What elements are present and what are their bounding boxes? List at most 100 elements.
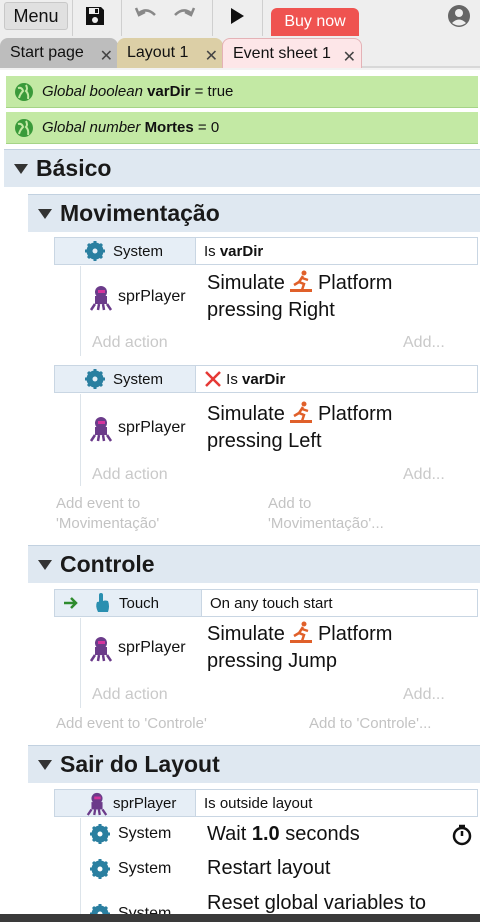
system-navigation-bar: [0, 914, 480, 922]
timer-icon: [451, 824, 473, 846]
close-icon[interactable]: ✕: [99, 48, 113, 65]
add-action-link[interactable]: Add action: [92, 686, 168, 703]
condition-object-name: Touch: [119, 594, 160, 612]
add-action-link[interactable]: Add action: [92, 466, 168, 483]
variable-type: Global number: [42, 119, 141, 136]
behavior-name: Platform: [317, 403, 393, 425]
add-link[interactable]: Add...: [403, 466, 445, 483]
variable-name: varDir: [147, 83, 191, 100]
group-header-controle[interactable]: Controle: [28, 545, 480, 583]
variable-value: = true: [194, 83, 234, 100]
tab-label: Event sheet 1: [233, 44, 331, 62]
event-actions: [80, 818, 478, 922]
redo-icon[interactable]: [170, 3, 198, 29]
event-actions: [80, 394, 478, 486]
action-text[interactable]: Simulate Platform pressing Right: [207, 270, 392, 324]
event-sheet: Global boolean varDir = true Global numb…: [0, 70, 480, 922]
add-link[interactable]: Add...: [403, 334, 445, 351]
condition-object-name: System: [113, 370, 164, 388]
action-object: System: [90, 857, 171, 881]
collapse-triangle-icon[interactable]: [38, 208, 52, 219]
tab-bar: Start page ✕ Layout 1 ✕ Event sheet 1 ✕: [0, 36, 480, 68]
action-object-name: System: [118, 825, 172, 842]
add-event-to-group-link[interactable]: Add event to 'Movimentação': [56, 495, 160, 532]
condition-variable: varDir: [242, 370, 286, 388]
action-detail: pressing Left: [207, 430, 322, 452]
tab-event-sheet-1[interactable]: Event sheet 1 ✕: [222, 38, 362, 68]
tab-start-page[interactable]: Start page ✕: [0, 38, 118, 68]
platform-runner-icon: [290, 270, 313, 292]
event-condition[interactable]: System Is varDir: [54, 237, 478, 265]
behavior-name: Platform: [317, 623, 393, 645]
add-link[interactable]: Add...: [403, 686, 445, 703]
collapse-triangle-icon[interactable]: [14, 163, 28, 174]
buy-now-button[interactable]: Buy now: [271, 8, 359, 36]
group-header-basico[interactable]: Básico: [4, 149, 480, 187]
condition-prefix: Is: [204, 242, 216, 260]
tab-label: Layout 1: [127, 44, 189, 61]
group-header-movimentacao[interactable]: Movimentação: [28, 194, 480, 232]
condition-object: System: [85, 238, 225, 264]
action-verb: Simulate: [207, 623, 285, 645]
add-to-group-link[interactable]: Add to 'Movimentação'...: [268, 495, 384, 532]
sprite-icon: [86, 792, 108, 816]
toolbar-separator: [212, 0, 213, 36]
trigger-arrow-icon: [64, 597, 78, 609]
action-object-name: sprPlayer: [118, 419, 186, 436]
action-object: System: [90, 822, 171, 846]
global-variable-row[interactable]: Global number Mortes = 0: [6, 112, 478, 144]
action-text[interactable]: Reset global variables to: [207, 892, 427, 914]
action-unit: seconds: [285, 823, 360, 845]
globe-icon: [15, 118, 33, 137]
condition-object: sprPlayer: [85, 790, 225, 816]
toolbar-separator: [262, 0, 263, 36]
save-icon[interactable]: [82, 3, 108, 29]
action-object: sprPlayer: [88, 413, 186, 443]
event-condition[interactable]: Touch On any touch start: [54, 589, 478, 617]
touch-icon: [96, 593, 109, 612]
behavior-name: Platform: [317, 272, 393, 294]
action-text[interactable]: Simulate Platform pressing Jump: [207, 621, 392, 675]
add-event-to-group-link[interactable]: Add event to 'Controle': [56, 715, 207, 732]
collapse-triangle-icon[interactable]: [38, 559, 52, 570]
action-detail: pressing Right: [207, 299, 335, 321]
action-verb: Simulate: [207, 272, 285, 294]
tab-label: Start page: [10, 44, 84, 61]
close-icon[interactable]: ✕: [204, 48, 218, 65]
condition-text[interactable]: Is outside layout: [195, 790, 477, 816]
group-title: Movimentação: [60, 200, 220, 226]
sprite-icon: [89, 286, 113, 311]
close-icon[interactable]: ✕: [342, 49, 356, 66]
condition-object-name: System: [113, 242, 164, 260]
condition-text[interactable]: Is varDir: [195, 238, 477, 264]
group-header-sair-do-layout[interactable]: Sair do Layout: [28, 745, 480, 783]
menu-button[interactable]: Menu: [4, 2, 68, 30]
group-title: Básico: [36, 155, 112, 181]
action-detail: pressing Jump: [207, 650, 338, 672]
add-action-link[interactable]: Add action: [92, 334, 168, 351]
play-icon[interactable]: [226, 3, 248, 29]
condition-object: Touch: [63, 590, 203, 616]
condition-text[interactable]: Is varDir: [195, 366, 477, 392]
toolbar-separator: [72, 0, 73, 36]
action-text[interactable]: Restart layout: [207, 857, 331, 879]
toolbar-separator: [121, 0, 122, 36]
add-to-group-link[interactable]: Add to 'Controle'...: [309, 715, 432, 732]
variable-value: = 0: [197, 119, 220, 136]
action-text[interactable]: Wait 1.0 seconds: [207, 821, 360, 848]
gear-icon: [85, 241, 105, 261]
tab-layout-1[interactable]: Layout 1 ✕: [117, 38, 223, 68]
condition-text[interactable]: On any touch start: [201, 590, 477, 616]
sprite-icon: [89, 417, 113, 442]
action-text[interactable]: Simulate Platform pressing Left: [207, 401, 392, 455]
account-icon[interactable]: [446, 3, 472, 29]
global-variable-row[interactable]: Global boolean varDir = true: [6, 76, 478, 108]
event-condition[interactable]: System Is varDir: [54, 365, 478, 393]
action-object-name: sprPlayer: [118, 639, 186, 656]
action-value: 1.0: [251, 823, 280, 845]
condition-object: System: [85, 366, 225, 392]
event-condition[interactable]: sprPlayer Is outside layout: [54, 789, 478, 817]
undo-icon[interactable]: [132, 3, 160, 29]
collapse-triangle-icon[interactable]: [38, 759, 52, 770]
